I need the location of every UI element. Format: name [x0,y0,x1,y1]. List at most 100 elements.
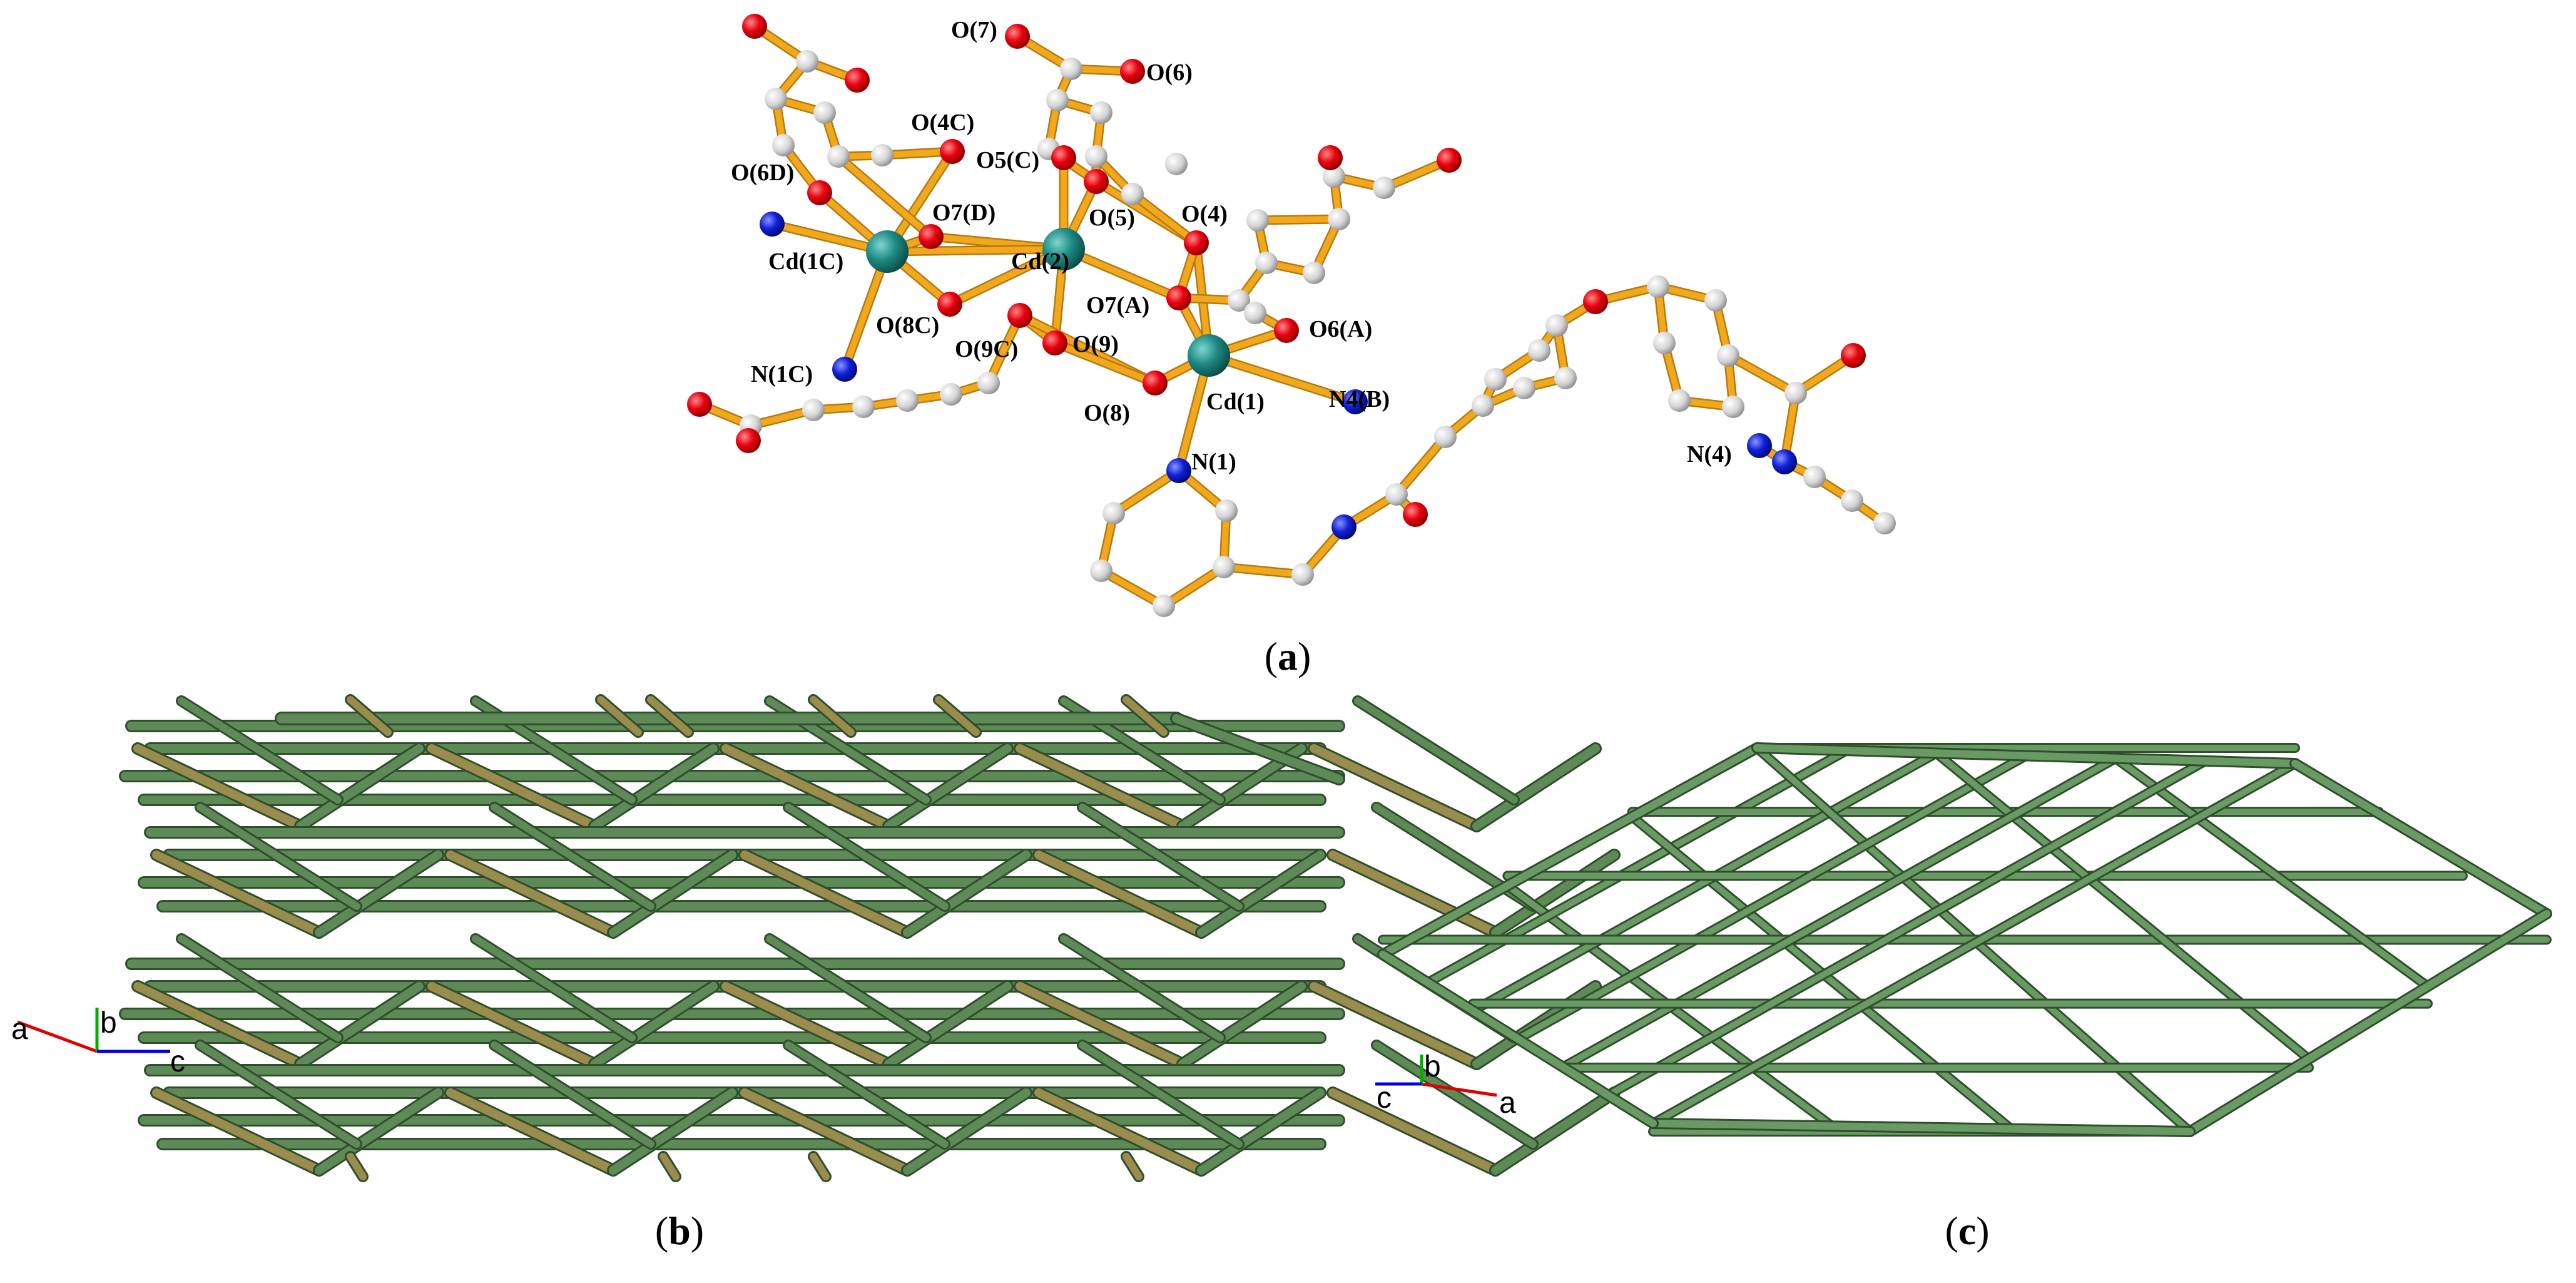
carbon-atom [977,372,1000,394]
bond [1206,352,1358,405]
bond [1129,191,1199,246]
carbon-atom [852,396,875,418]
nitrogen-atom [832,357,857,382]
net-rod [1560,755,2119,1070]
carbon-atom [1291,563,1314,586]
nitrogen-atom [1166,458,1191,483]
diagonal-rod [884,744,1012,831]
diagonal-rod [766,935,930,1041]
carbon-atom [1215,499,1238,522]
atom-label: N4(B) [1329,386,1390,412]
diagonal-rod [609,851,736,937]
cadmium-atom [1042,228,1085,270]
carbon-atom [1255,252,1278,274]
atom-label: O(4) [1181,201,1228,227]
diagonal-rod [1016,982,1187,1068]
carbon-atom [1841,489,1863,512]
axis-a-line [17,1020,98,1053]
net-border-rod [1649,1120,2194,1135]
axis-indicator: a b c [1375,1050,1516,1120]
oxygen-atom [807,180,832,205]
diagonal-rod [133,982,305,1068]
diagonal-rod [1034,1088,1206,1175]
oxygen-atom [1318,145,1343,170]
diagonal-rod [740,851,912,937]
atom-label-layer: O(7) O(6) O(4C) O(6D) O5(C) O(5) O(4) O7… [731,17,1732,475]
carbon-atom [1244,302,1266,324]
diagonal-rod [1060,935,1224,1041]
diagonal-rod [446,1088,618,1175]
oxygen-atom [1042,330,1067,355]
oxygen-atom [1274,318,1299,343]
atom-label: N(4) [1687,441,1732,468]
atom-label: O(5) [1089,205,1135,231]
net-border-rod [1379,744,1761,958]
bond [1161,564,1227,609]
bond [835,153,934,240]
diagonal-rod [296,744,424,831]
net-rod [1605,757,2209,1098]
axis-a-label: a [11,1013,28,1046]
carbon-atom [1528,339,1550,362]
diagonal-rod [152,1088,323,1175]
oxygen-atom [1437,148,1462,173]
diagonal-rod [1310,744,1481,831]
diagonal-rod [785,804,949,910]
carbon-atom [1213,556,1235,578]
layer-net-rods [1377,742,2552,1137]
bond [1255,216,1342,223]
nitrogen-atom [760,212,785,237]
axis-b-label: b [100,1006,117,1040]
carbon-atom [1484,368,1507,391]
carbon-atom [1102,502,1125,524]
carbon-atom [1668,389,1691,412]
carbon-atom [802,399,825,421]
diagonal-rod [1034,851,1206,937]
carbon-atom [796,50,818,73]
net-border-rod [1753,744,2299,767]
end-stub [810,1153,830,1180]
net-border-rod [2186,910,2550,1135]
oxygen-atom [1084,169,1109,194]
oxygen-atom [1166,285,1191,310]
atom-label: Cd(1) [1206,389,1265,415]
end-stub [347,1153,367,1180]
carbon-atom [896,389,919,412]
carbon-atom [1090,560,1112,582]
carbon-atom [1385,483,1408,506]
axis-c-label: c [170,1045,185,1078]
diagonal-rod [133,744,305,831]
axis-indicator: a b c [11,1006,185,1078]
axis-a-line [1421,1082,1497,1097]
end-stub [1123,1153,1143,1180]
axis-c-label: c [1377,1081,1392,1115]
atom-label: O(9C) [955,336,1018,362]
diagonal-rod [590,982,718,1068]
carbon-atom [772,134,795,156]
atom-label: O(6) [1146,59,1193,86]
axis-a-label: a [1499,1086,1516,1120]
oxygen-atom [736,428,761,453]
atom-label: O7(D) [932,200,995,226]
cadmium-atom [1188,334,1230,377]
diagonal-rod [721,982,893,1068]
carbon-atom [813,101,836,124]
diagonal-rod [1197,851,1325,937]
net-rod [1470,750,1940,1014]
diagonal-rod [315,851,442,937]
bond [1725,352,1799,396]
diagonal-rod [590,744,718,831]
carbon-atom [1803,466,1826,488]
bond [884,246,1067,255]
diagonal-rod [1016,744,1187,831]
bond [1221,564,1306,578]
end-stub [1123,696,1168,736]
net-rod [1515,752,2029,1042]
diagonal-rod [1079,1041,1243,1148]
carbon-atom [1717,344,1739,367]
atom-label: O(4C) [911,110,974,136]
bond [1052,340,1158,386]
diagonal-rod [609,1088,736,1175]
diagonal-rod [1310,982,1481,1068]
